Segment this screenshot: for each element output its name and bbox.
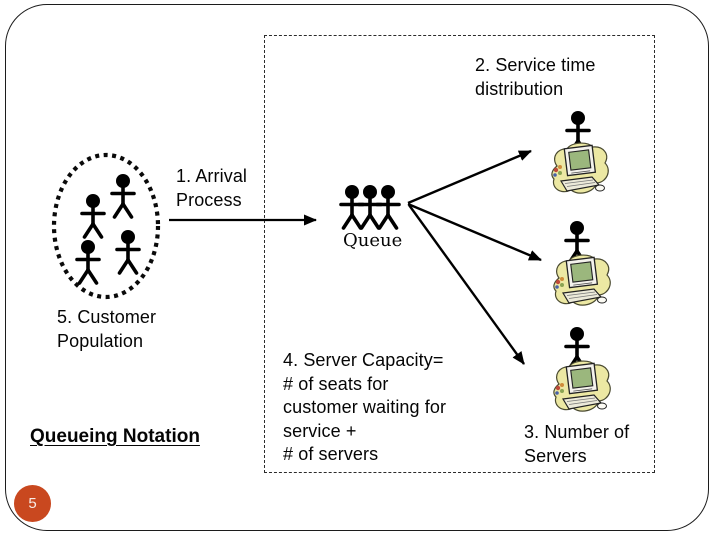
queued-customer-icon bbox=[375, 183, 401, 230]
queued-customer-icon bbox=[339, 183, 365, 230]
queue-label: Queue bbox=[343, 230, 403, 251]
routing-arrow-top bbox=[407, 149, 532, 205]
customer-icon bbox=[80, 192, 106, 239]
slide-rounded-border bbox=[5, 4, 709, 531]
server-computer-icon bbox=[553, 360, 611, 412]
queueing-system-boundary bbox=[264, 35, 655, 473]
customer-icon bbox=[110, 172, 136, 219]
server-computer-icon bbox=[551, 142, 609, 194]
queued-customer-icon bbox=[357, 183, 383, 230]
arrival-process-label: 1. Arrival Process bbox=[176, 166, 248, 210]
service-time-label: 2. Service time distribution bbox=[475, 55, 596, 99]
slide-title: Queueing Notation bbox=[30, 426, 200, 447]
number-of-servers-label: 3. Number of Servers bbox=[524, 422, 630, 466]
page-number-badge: 5 bbox=[14, 485, 51, 522]
server-capacity-label: 4. Server Capacity= # of seats for custo… bbox=[283, 350, 447, 464]
customer-population-label: 5. Customer Population bbox=[57, 307, 157, 351]
customer-population-oval bbox=[51, 152, 161, 300]
routing-arrow-middle bbox=[407, 202, 542, 262]
server-computer-icon bbox=[553, 254, 611, 306]
routing-arrow-bottom bbox=[408, 204, 525, 365]
page-number: 5 bbox=[28, 495, 37, 512]
customer-icon bbox=[115, 228, 141, 275]
customer-icon bbox=[75, 238, 101, 285]
